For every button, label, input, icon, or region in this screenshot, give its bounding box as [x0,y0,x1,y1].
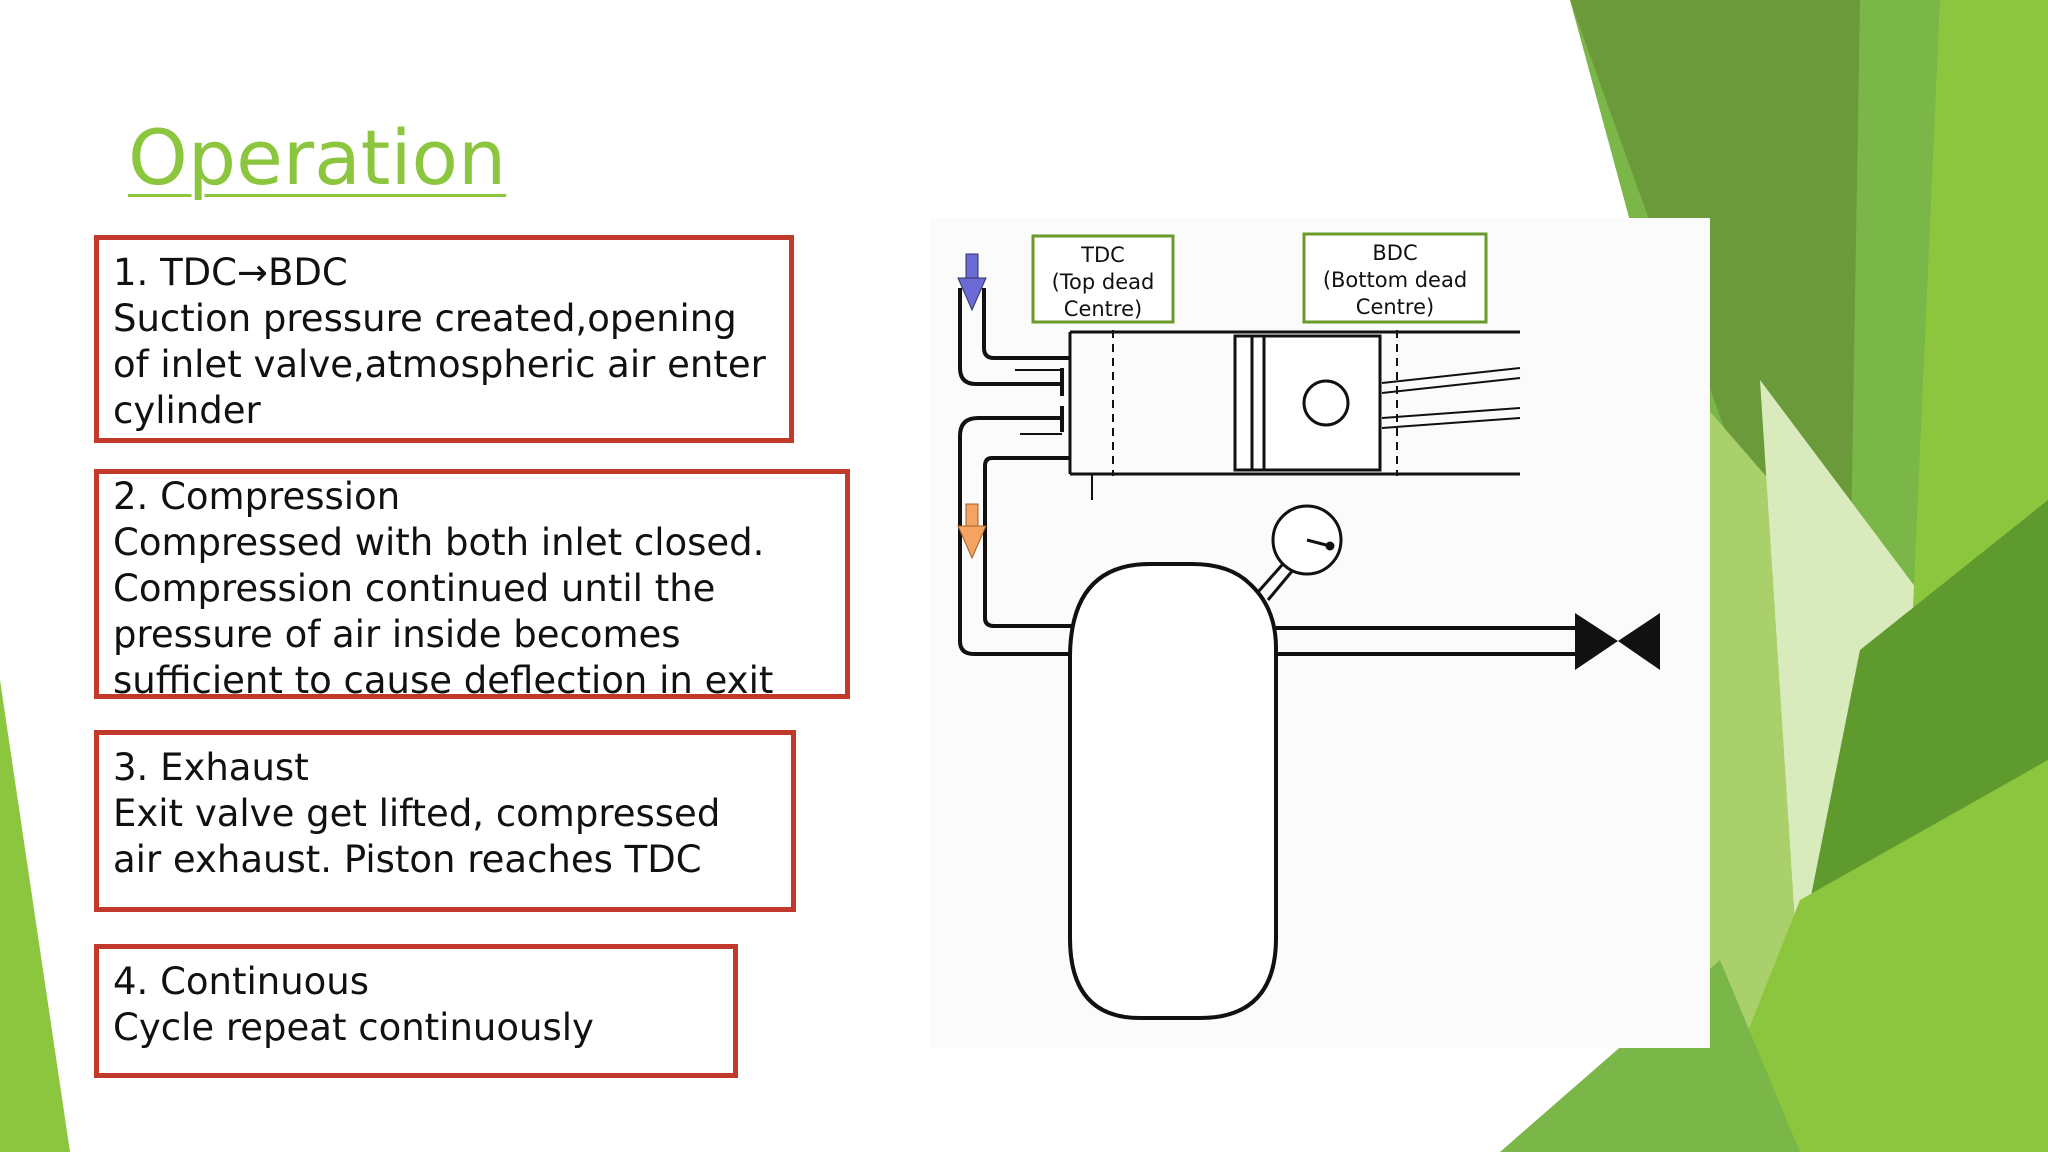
step-body: Exit valve get lifted, compressed air ex… [113,792,721,881]
bdc-label: BDC (Bottom dead Centre) [1302,232,1488,324]
step-body: Compressed with both inlet closed. Compr… [113,521,774,699]
compressor-diagram-panel: TDC (Top dead Centre) BDC (Bottom dead C… [930,218,1710,1048]
pressure-gauge-icon [1256,504,1343,601]
bg-facet-right-7 [1700,760,2048,1152]
step-heading: 2. Compression [113,475,401,518]
step-box-3: 3. Exhaust Exit valve get lifted, compre… [94,730,796,912]
bg-facet-right-4 [1760,380,1940,1000]
step-heading: 1. TDC→BDC [113,251,348,294]
outlet-pipe [958,406,1075,656]
inlet-arrow-icon [957,253,987,312]
step-body: Cycle repeat continuously [113,1006,594,1049]
slide-title: Operation [128,113,507,202]
tdc-label-line-3: Centre) [1064,297,1142,321]
bdc-label-line-2: (Bottom dead [1323,268,1467,292]
step-body: Suction pressure created,opening of inle… [113,297,766,432]
step-box-4: 4. Continuous Cycle repeat continuously [94,944,738,1078]
bdc-label-line-3: Centre) [1356,295,1434,319]
tdc-label-line-2: (Top dead [1052,270,1155,294]
tdc-label-line-1: TDC [1080,243,1125,267]
outlet-arrow-icon [957,503,987,560]
step-heading: 4. Continuous [113,960,370,1003]
cylinder [1068,330,1520,500]
exit-line [1276,626,1580,656]
receiver-tank [1068,562,1278,1020]
exit-valve-icon [1575,613,1660,670]
inlet-pipe [958,288,1070,396]
tdc-label: TDC (Top dead Centre) [1031,234,1175,324]
step-box-2: 2. Compression Compressed with both inle… [94,469,850,699]
bg-facet-left [0,680,70,1152]
step-heading: 3. Exhaust [113,746,309,789]
piston [1233,334,1521,472]
bdc-label-line-1: BDC [1372,241,1417,265]
step-box-1: 1. TDC→BDC Suction pressure created,open… [94,235,794,443]
bg-facet-bottom [1500,960,1800,1152]
compressor-diagram: TDC (Top dead Centre) BDC (Bottom dead C… [957,232,1660,1020]
